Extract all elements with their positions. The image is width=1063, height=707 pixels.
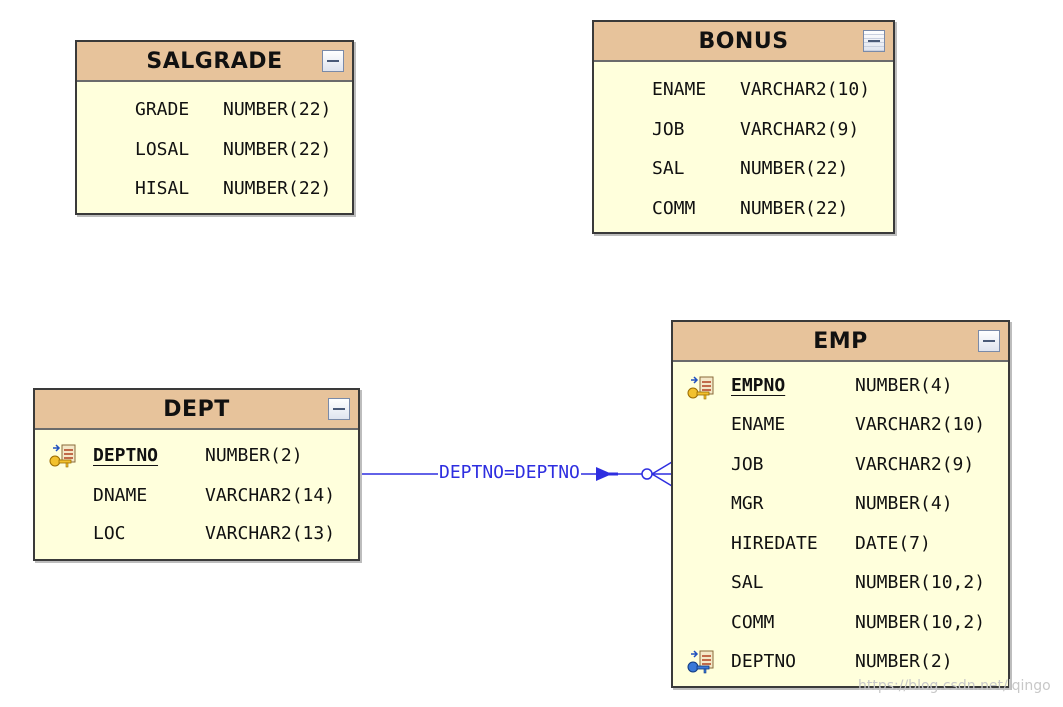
column-row[interactable]: COMM NUMBER(10,2) [673,611,1008,635]
column-name: JOB [731,454,764,475]
column-row[interactable]: HIREDATE DATE(7) [673,532,1008,556]
foreign-key-icon [687,650,714,674]
column-name: LOC [93,523,126,544]
table-header[interactable]: SALGRADE [77,42,352,82]
column-type: NUMBER(4) [855,375,953,396]
column-row[interactable]: GRADE NUMBER(22) [77,98,352,122]
column-name: HIREDATE [731,533,818,554]
column-name: DNAME [93,485,148,506]
collapse-icon[interactable] [863,30,885,52]
column-type: VARCHAR2(9) [740,119,860,140]
column-type: NUMBER(22) [740,198,849,219]
column-type: NUMBER(10,2) [855,612,986,633]
primary-key-icon [49,444,76,468]
column-row[interactable]: DEPTNO NUMBER(2) [35,444,358,468]
column-name: LOSAL [135,139,190,160]
column-name: HISAL [135,178,190,199]
column-type: NUMBER(22) [223,178,332,199]
column-name: SAL [652,158,685,179]
column-row[interactable]: DNAME VARCHAR2(14) [35,484,358,508]
table-title: DEPT [163,397,230,422]
column-row[interactable]: HISAL NUMBER(22) [77,177,352,201]
column-name: SAL [731,572,764,593]
column-type: VARCHAR2(13) [205,523,336,544]
column-type: VARCHAR2(10) [855,414,986,435]
column-type: VARCHAR2(10) [740,79,871,100]
table-header[interactable]: DEPT [35,390,358,430]
collapse-icon[interactable] [322,50,344,72]
column-row[interactable]: DEPTNO NUMBER(2) [673,650,1008,674]
column-row[interactable]: LOSAL NUMBER(22) [77,138,352,162]
collapse-icon[interactable] [978,330,1000,352]
column-row[interactable]: EMPNO NUMBER(4) [673,374,1008,398]
column-name: COMM [731,612,775,633]
column-type: NUMBER(2) [855,651,953,672]
column-type: NUMBER(22) [223,99,332,120]
relationship-label: DEPTNO=DEPTNO [438,462,581,483]
column-name: GRADE [135,99,190,120]
column-row[interactable]: JOB VARCHAR2(9) [673,453,1008,477]
column-type: VARCHAR2(9) [855,454,975,475]
column-type: NUMBER(10,2) [855,572,986,593]
column-name: ENAME [731,414,786,435]
table-emp[interactable]: EMP EMPNO NUMBER(4) ENAME VARCHAR2(10) J… [671,320,1010,688]
column-row[interactable]: MGR NUMBER(4) [673,492,1008,516]
column-name: DEPTNO [93,445,159,466]
column-row[interactable]: JOB VARCHAR2(9) [594,118,893,142]
table-title: BONUS [698,29,789,54]
table-bonus[interactable]: BONUS ENAME VARCHAR2(10) JOB VARCHAR2(9)… [592,20,895,234]
collapse-icon[interactable] [328,398,350,420]
column-type: NUMBER(22) [740,158,849,179]
column-name: JOB [652,119,685,140]
table-title: EMP [813,329,868,354]
column-name: MGR [731,493,764,514]
column-type: NUMBER(22) [223,139,332,160]
column-name: COMM [652,198,696,219]
table-dept[interactable]: DEPT DEPTNO NUMBER(2) DNAME VARCHAR2(14)… [33,388,360,561]
watermark: https://blog.csdn.net/lqingo [858,678,1051,694]
table-salgrade[interactable]: SALGRADE GRADE NUMBER(22) LOSAL NUMBER(2… [75,40,354,215]
column-type: NUMBER(4) [855,493,953,514]
column-row[interactable]: LOC VARCHAR2(13) [35,522,358,546]
column-type: DATE(7) [855,533,931,554]
table-header[interactable]: EMP [673,322,1008,362]
column-name: DEPTNO [731,651,797,672]
column-row[interactable]: SAL NUMBER(22) [594,157,893,181]
column-row[interactable]: SAL NUMBER(10,2) [673,571,1008,595]
table-header[interactable]: BONUS [594,22,893,62]
column-name: ENAME [652,79,707,100]
column-row[interactable]: ENAME VARCHAR2(10) [673,413,1008,437]
column-type: VARCHAR2(14) [205,485,336,506]
primary-key-icon [687,376,714,400]
column-row[interactable]: COMM NUMBER(22) [594,197,893,221]
column-row[interactable]: ENAME VARCHAR2(10) [594,78,893,102]
column-type: NUMBER(2) [205,445,303,466]
column-name: EMPNO [731,375,786,396]
table-title: SALGRADE [146,49,283,74]
